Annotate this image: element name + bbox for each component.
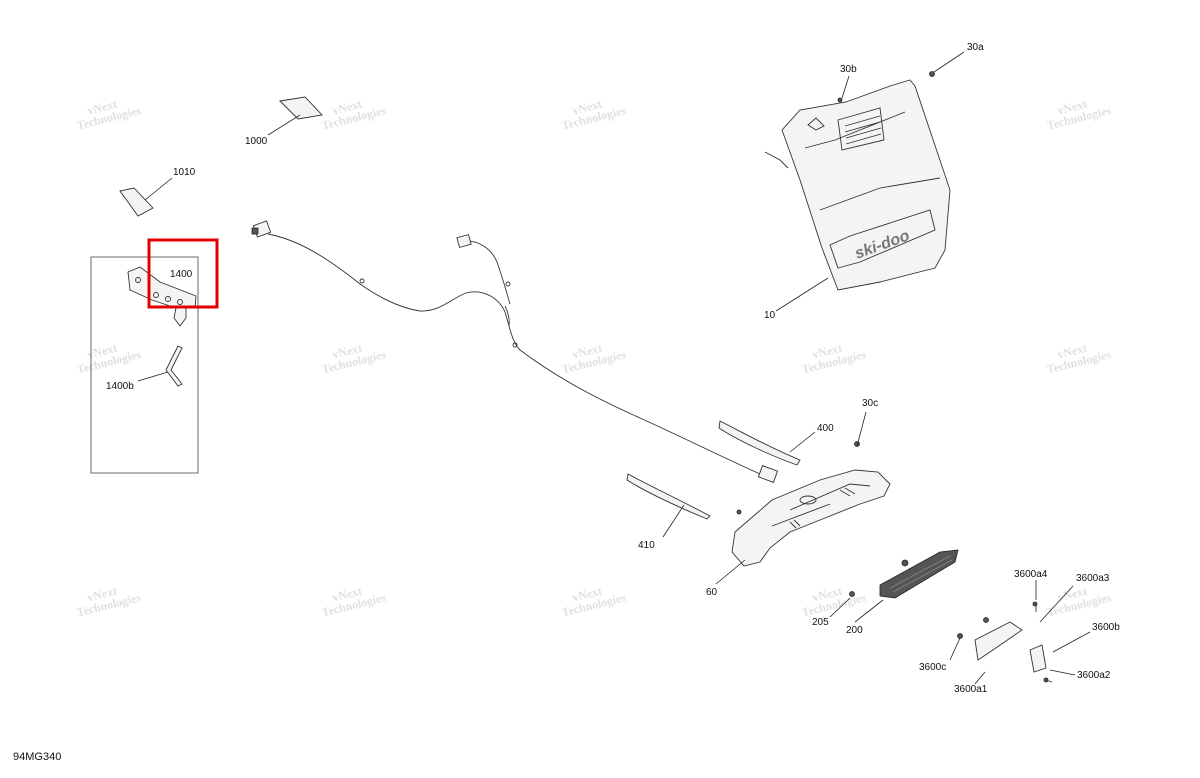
callout-60: 60	[706, 587, 718, 598]
callout-410: 410	[638, 540, 655, 551]
callout-1400: 1400	[170, 269, 193, 280]
watermark: vNext Technologies	[320, 97, 387, 133]
callout-1010: 1010	[173, 167, 196, 178]
watermark: vNext Technologies	[75, 584, 142, 620]
callout-30c: 30c	[862, 398, 878, 409]
callout-3600a2: 3600a2	[1077, 670, 1111, 681]
callout-205: 205	[812, 617, 829, 628]
watermark: vNext Technologies	[320, 584, 387, 620]
callout-200: 200	[846, 625, 863, 636]
part-10-hood-panel[interactable]: ski-doo	[764, 51, 965, 312]
part-200-grille[interactable]	[854, 549, 959, 623]
part-400-strip[interactable]	[718, 420, 816, 466]
callout-3600c: 3600c	[919, 662, 946, 673]
watermark: vNext Technologies	[75, 97, 142, 133]
callout-10: 10	[764, 310, 776, 321]
part-410-strip[interactable]	[626, 473, 711, 538]
callout-400: 400	[817, 423, 834, 434]
watermark: vNext Technologies	[800, 341, 867, 377]
watermark: vNext Technologies	[1045, 97, 1112, 133]
part-205-screw[interactable]	[829, 591, 855, 618]
part-1400b-hex-key[interactable]	[137, 345, 183, 387]
diagram-reference-code: 94MG340	[13, 751, 62, 763]
part-1010-decal[interactable]	[119, 177, 173, 217]
callout-30a: 30a	[967, 42, 984, 53]
tool-kit-box	[90, 256, 199, 474]
part-wiring-harness[interactable]	[251, 220, 779, 483]
part-1000-decal[interactable]	[267, 96, 323, 136]
part-1400-wrench[interactable]	[127, 266, 197, 327]
watermark: vNext Technologies	[320, 341, 387, 377]
watermark: vNext Technologies	[560, 584, 627, 620]
callout-30b: 30b	[840, 64, 857, 75]
callout-1000: 1000	[245, 136, 268, 147]
callout-3600a1: 3600a1	[954, 684, 988, 695]
watermark: vNext Technologies	[75, 341, 142, 377]
highlight-box	[147, 238, 219, 309]
watermark: vNext Technologies	[560, 97, 627, 133]
watermark: vNext Technologies	[1045, 584, 1112, 620]
watermarks: vNext Technologies vNext Technologies vN…	[75, 97, 1112, 620]
watermark: vNext Technologies	[560, 341, 627, 377]
callout-1400b: 1400b	[106, 381, 134, 392]
part-3600-bracket-assembly[interactable]	[949, 580, 1091, 685]
callout-3600b: 3600b	[1092, 622, 1120, 633]
watermark: vNext Technologies	[800, 584, 867, 620]
callout-3600a3: 3600a3	[1076, 573, 1110, 584]
tool-kit-group	[90, 256, 199, 474]
watermark: vNext Technologies	[1045, 341, 1112, 377]
callout-3600a4: 3600a4	[1014, 569, 1048, 580]
part-60-headlight-housing[interactable]	[715, 411, 891, 585]
